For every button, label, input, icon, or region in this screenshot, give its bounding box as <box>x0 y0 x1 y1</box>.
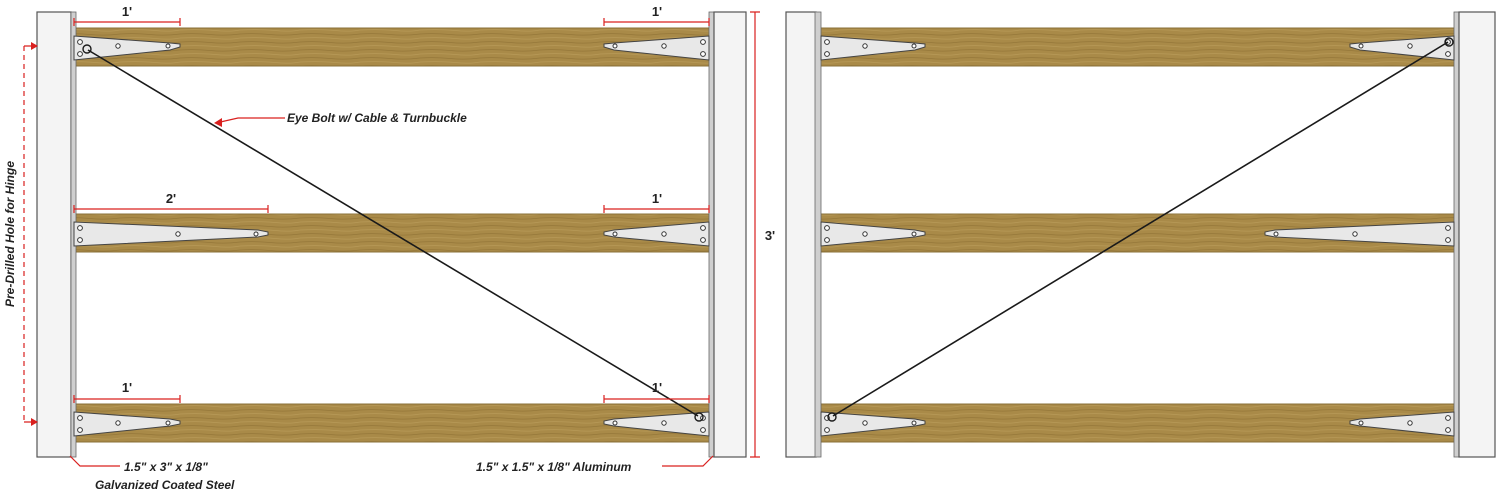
right-diagonal-cable <box>832 41 1449 417</box>
hinge-hole-callout: Pre-Drilled Hole for Hinge <box>3 161 17 307</box>
hinge-strap-icon <box>820 221 926 247</box>
eye-bolt-icon <box>827 412 837 422</box>
right-gate <box>785 11 1496 458</box>
hinge-strap-icon <box>603 411 710 437</box>
hinge-strap-icon <box>73 35 181 61</box>
hinge-strap-icon <box>603 221 710 247</box>
dimension-label: 2' <box>166 191 176 206</box>
steel-spec-line2: Galvanized Coated Steel <box>95 478 235 492</box>
aluminum-spec: 1.5" x 1.5" x 1/8" Aluminum <box>476 460 632 474</box>
hinge-strap-icon <box>820 411 926 437</box>
left-steel-post <box>36 11 72 458</box>
steel-spec-line1: 1.5" x 3" x 1/8" <box>124 460 208 474</box>
cable-callout: Eye Bolt w/ Cable & Turnbuckle <box>287 111 467 125</box>
eye-bolt-icon <box>694 412 704 422</box>
hinge-strap-icon <box>1349 411 1455 437</box>
dimension-label: 1' <box>652 4 662 19</box>
left-diagonal-cable <box>87 49 699 417</box>
hinge-strap-icon <box>1264 221 1455 247</box>
dimension-label: 1' <box>122 4 132 19</box>
hinge-strap-icon <box>73 411 181 437</box>
hinge-strap-icon <box>73 221 269 247</box>
right-gate-left-upright <box>814 11 822 458</box>
dimension-label: 1' <box>652 191 662 206</box>
right-gate-right-post <box>1458 11 1496 458</box>
left-latch-post <box>713 11 747 458</box>
dimension-markers <box>23 11 760 467</box>
eye-bolt-icon <box>1444 37 1454 47</box>
right-gate-left-post <box>785 11 817 458</box>
height-dimension-label: 3' <box>765 228 775 243</box>
hinge-strap-icon <box>820 35 926 61</box>
left-gate: 1' 1' 2' 1' 1' 1' 3' Eye Bolt w/ Cable &… <box>3 4 775 492</box>
dimension-label: 1' <box>122 380 132 395</box>
eye-bolt-icon <box>82 44 92 54</box>
dimension-label: 1' <box>652 380 662 395</box>
hinge-strap-icon <box>603 35 710 61</box>
arrowheads <box>31 42 222 426</box>
